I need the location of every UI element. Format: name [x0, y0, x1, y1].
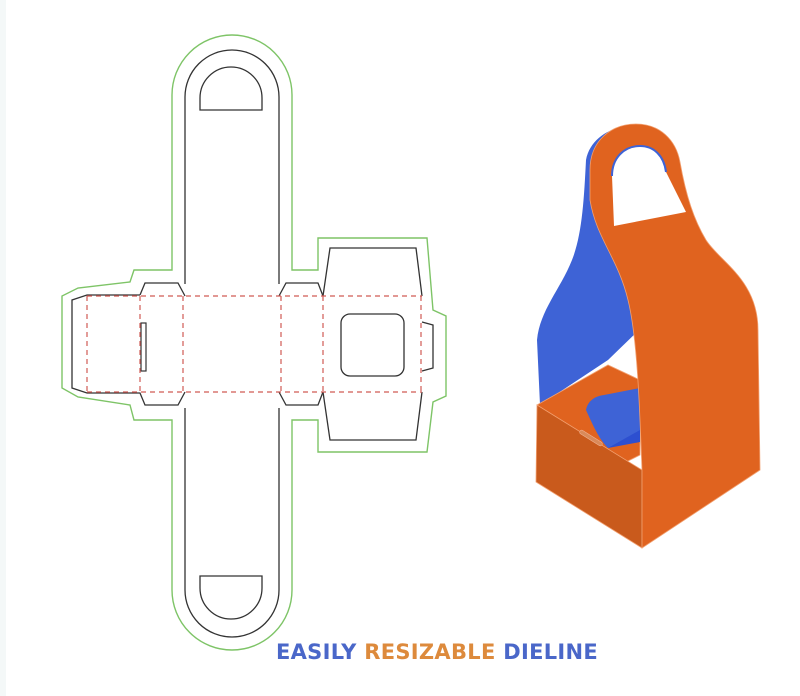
caption-word-easily: EASILY: [275, 640, 357, 664]
left-edge-strip: [0, 0, 6, 696]
dieline-flat-template: [61, 34, 447, 651]
right-connector-cut: [278, 282, 324, 406]
caption-tagline: EASILY RESIZABLE DIELINE: [0, 640, 800, 664]
handle-front-panel: [589, 123, 761, 549]
caption-word-resizable: RESIZABLE: [364, 640, 496, 664]
box-mockup-3d: [535, 123, 761, 549]
bottom-handle-cutout: [199, 575, 263, 620]
cut-outline-top-strip: [184, 49, 280, 284]
left-flap-cut: [71, 282, 186, 406]
window-cutout: [340, 313, 405, 377]
fold-lines: [86, 295, 422, 393]
bleed-outline: [61, 34, 447, 651]
top-handle-cutout: [199, 66, 263, 111]
handle-hole-edge: [611, 144, 667, 177]
box-top-window: [586, 388, 640, 448]
caption-word-dieline: DIELINE: [503, 640, 599, 664]
box-top-window-inner: [608, 430, 640, 448]
glue-slot: [140, 322, 147, 372]
tuck-slot: [579, 429, 603, 447]
handle-hole: [612, 146, 686, 226]
right-panel-cut: [322, 247, 423, 441]
cut-outline-bottom-strip: [184, 408, 280, 638]
right-tuck-tab: [421, 321, 434, 372]
